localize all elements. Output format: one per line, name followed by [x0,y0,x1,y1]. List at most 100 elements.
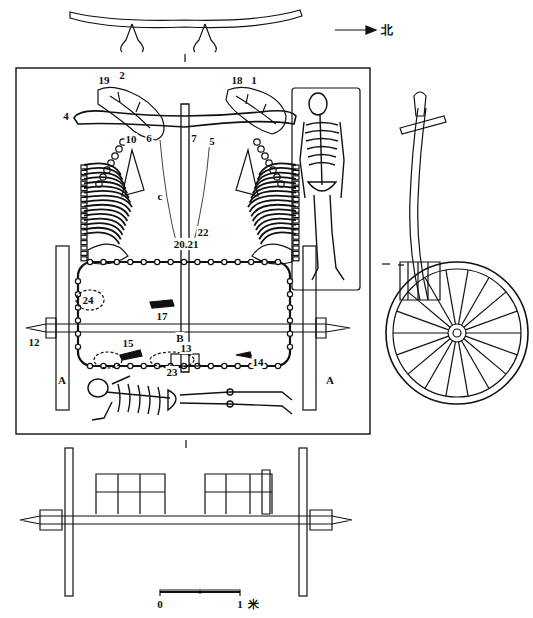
vertebra [81,241,87,245]
callout-number: 20.21 [173,238,200,250]
wheel-spoke [397,311,449,330]
vertebra [293,203,299,207]
bead [287,305,292,310]
vertebra [81,197,87,201]
wheel-spoke [464,292,506,327]
callout-number: 15 [122,337,135,349]
callout-number: 19 [98,74,111,86]
yoke-hook [414,92,426,116]
callout-number: 23 [166,366,179,378]
vertebra [293,192,299,196]
vertebra [293,165,299,169]
burial-niche [292,88,360,290]
wheel-spoke [393,270,521,396]
chariot-box [78,262,290,366]
object-outline [94,352,122,368]
yoke-plan [70,10,302,62]
vertebra [254,139,260,145]
trace-line [160,140,210,250]
bead [155,259,160,264]
callout-number: A [325,374,335,386]
callout-number: 4 [62,110,70,122]
callout-number: 12 [28,336,41,348]
vertebra [81,230,87,234]
bead-row [75,259,292,368]
rib [261,232,296,244]
bead [75,279,80,284]
wheel-spoke [397,336,449,355]
callout-number: 24 [82,294,95,306]
bead [141,363,146,368]
vertebra [293,208,299,212]
vertebra [81,170,87,174]
bead [75,318,80,323]
callout-number: 13 [180,342,193,354]
rib [84,232,119,244]
scale-label: 1 [236,598,244,610]
vertebra [293,251,299,255]
front-elevation [20,448,352,596]
bronze-object [236,352,252,358]
vertebra [258,146,264,152]
bead [75,331,80,336]
object-outline [76,290,104,310]
vertebra [81,181,87,185]
yoke [400,116,446,134]
north-arrow [335,26,376,34]
bead [114,259,119,264]
pit-outline [16,68,370,434]
callout-number: 17 [156,310,169,322]
yoke-hook [194,24,217,52]
vertebra [293,176,299,180]
vertebra [81,235,87,239]
vertebra [81,246,87,250]
human-skeleton [300,93,344,280]
callout-number: 2 [118,69,126,81]
wheel [303,246,316,410]
scale-bar [160,590,240,596]
vertebra [81,208,87,212]
vertebra [81,214,87,218]
bead [101,259,106,264]
hub [46,318,326,338]
bead [87,259,92,264]
bead [181,259,186,264]
bead [235,259,240,264]
human-skeleton [88,376,292,420]
side-elevation [382,92,528,404]
bead [287,279,292,284]
wheel-spoke [465,336,517,355]
vertebra [116,146,122,152]
bead [275,259,280,264]
section-mark [184,54,185,62]
section-mark [382,263,390,264]
vertebra [293,219,299,223]
bead [249,259,254,264]
callout-number: 7 [190,132,198,144]
vertebra [293,235,299,239]
bead [262,259,267,264]
section-mark [185,440,186,448]
bead [235,363,240,368]
bead [128,363,133,368]
wheel-spoke [393,332,448,333]
vertebra [262,153,268,159]
vertebra [81,257,87,261]
vertebra [293,181,299,185]
wheel-spoke [466,332,521,333]
bead [141,259,146,264]
bead [287,344,292,349]
vertebra [81,219,87,223]
bead [287,318,292,323]
scapula [122,150,144,196]
vertebra [293,170,299,174]
bead [114,363,119,368]
wheel [56,246,69,410]
callout-number: c [157,190,164,202]
vertebra [293,214,299,218]
bead [208,363,213,368]
vertebra [293,187,299,191]
chariot-pole [410,108,428,300]
